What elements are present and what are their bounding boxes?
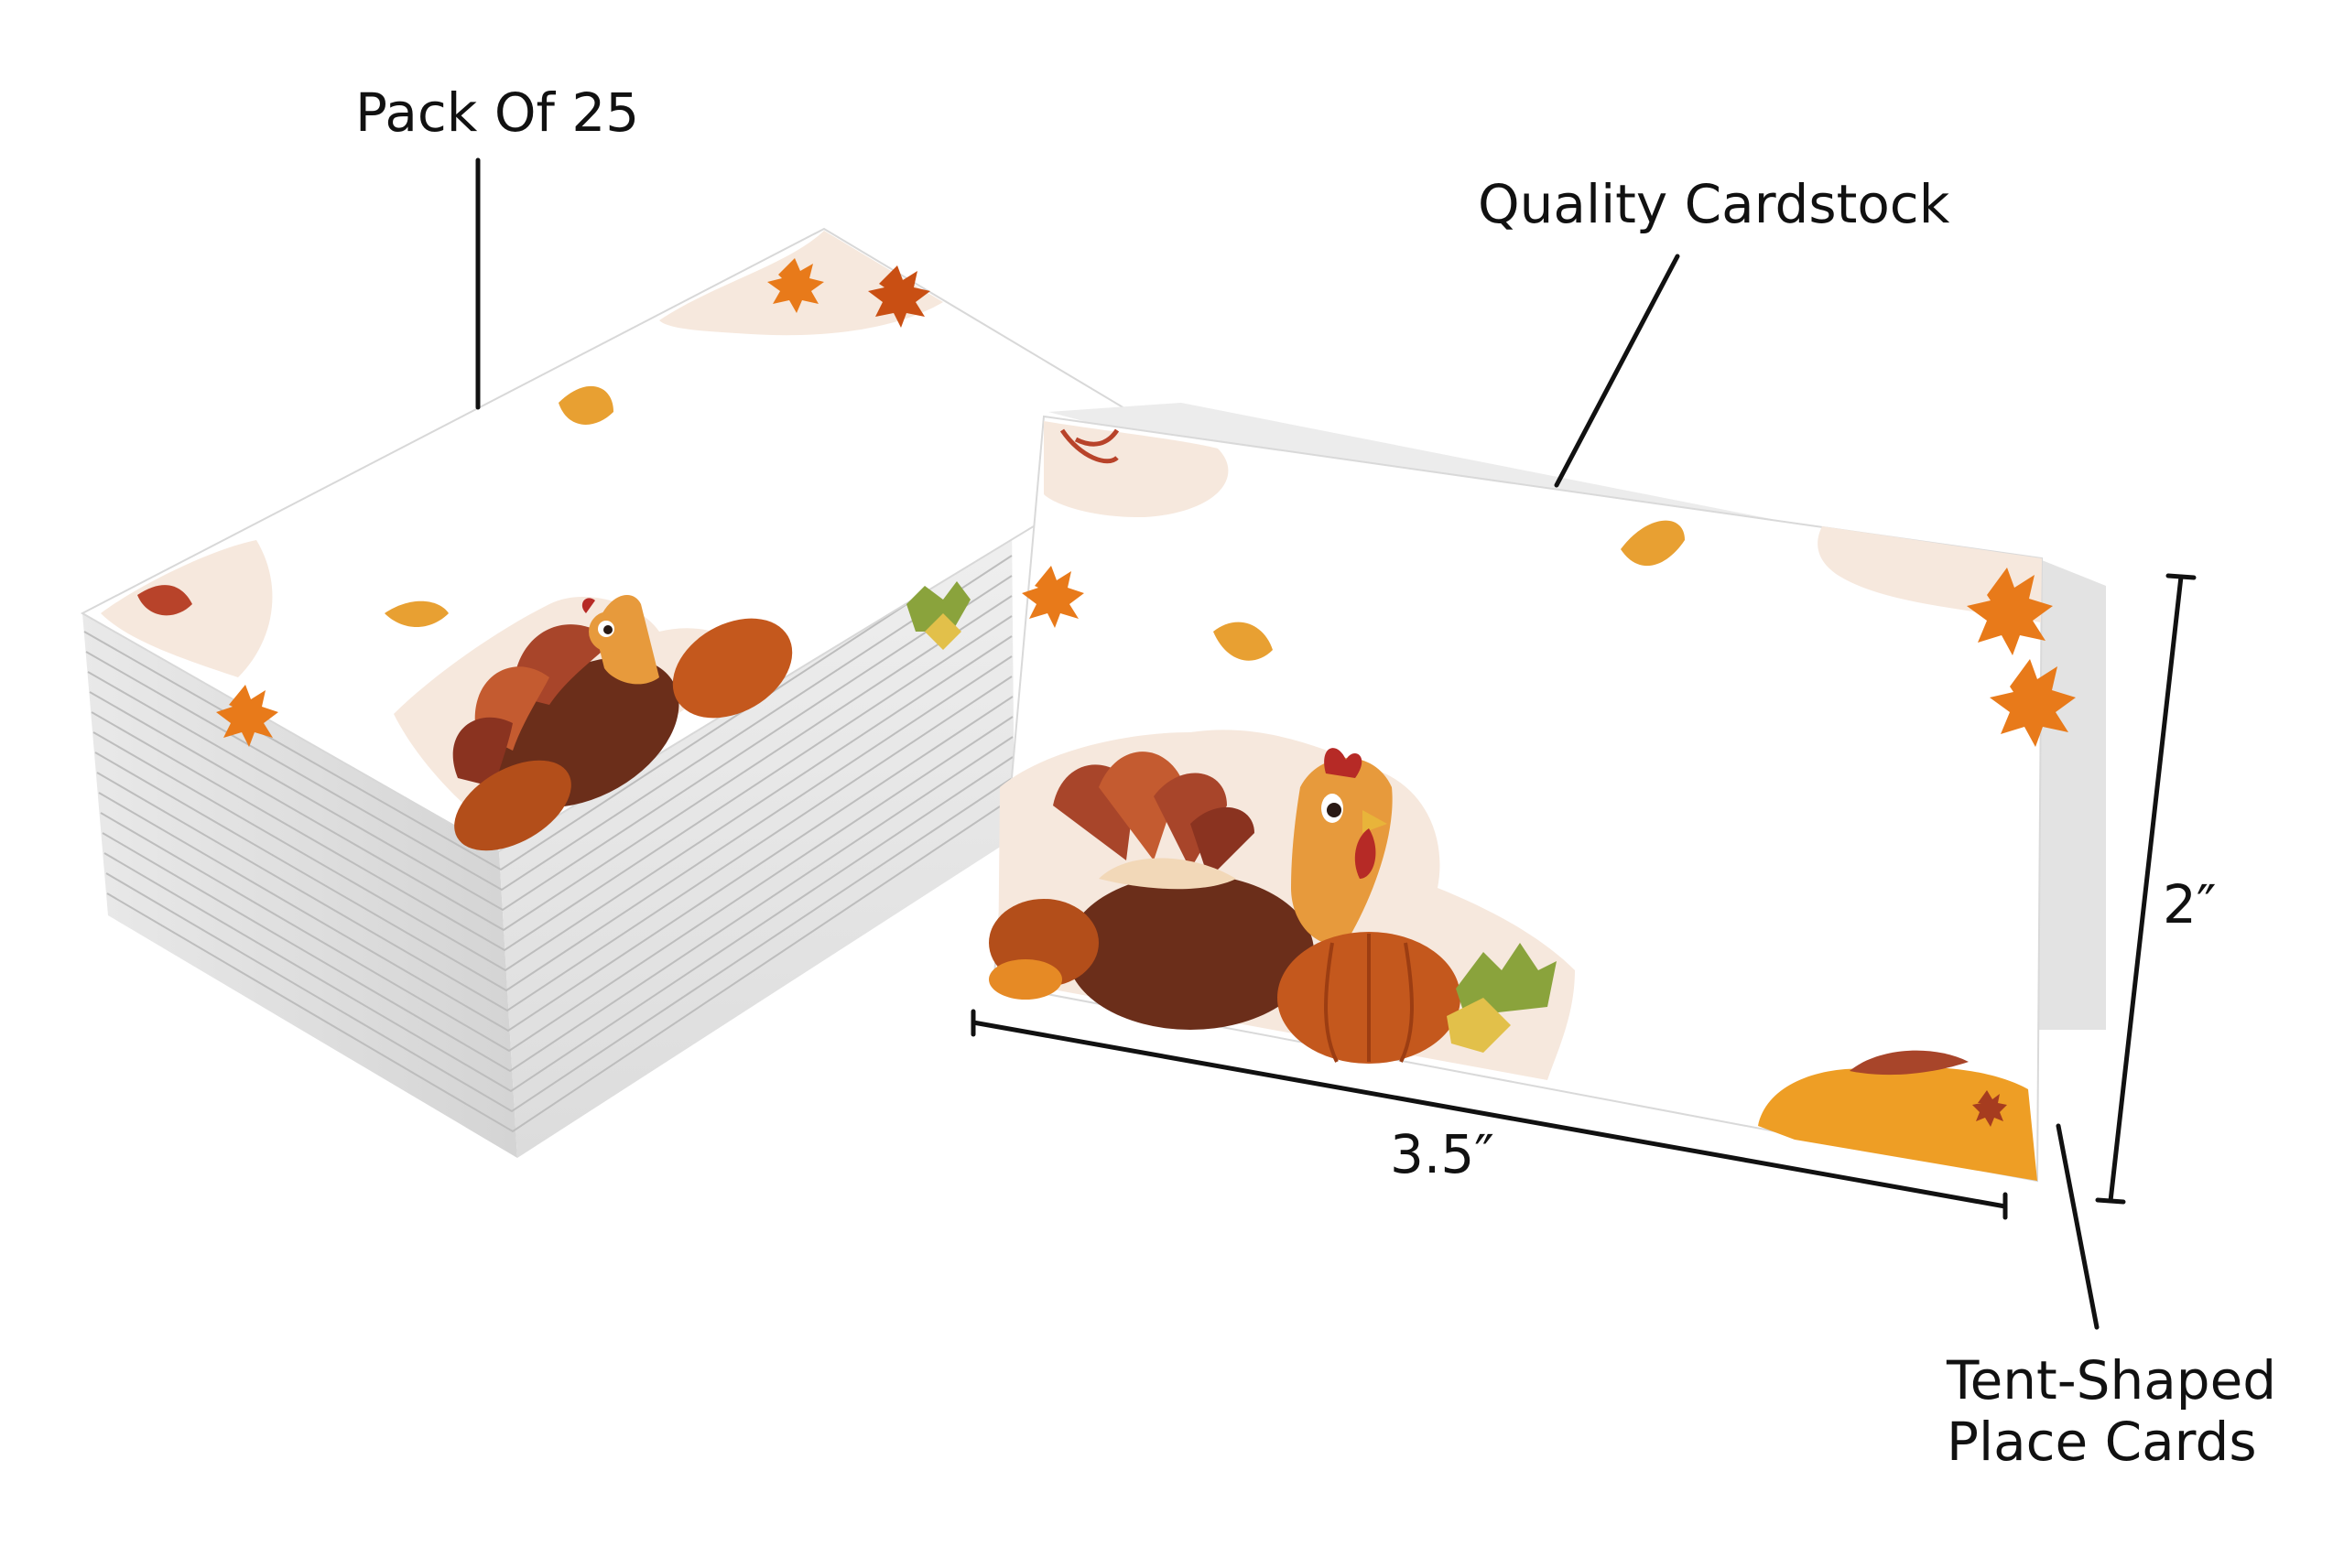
height-dimension-line (2108, 574, 2184, 1204)
maple-leaf-icon (216, 258, 930, 747)
dimension-lines (971, 573, 2197, 1220)
stack-card-edges (83, 535, 1015, 1133)
cardstock-callout-line (1554, 254, 1680, 488)
leaf-icon (137, 385, 613, 627)
width-dimension-label: 3.5″ (1390, 1123, 1494, 1185)
tent-shaped-line-1: Tent-Shaped (1947, 1349, 2277, 1411)
height-dimension-label: 2″ (2163, 873, 2217, 935)
tent-callout-line (2056, 1123, 2100, 1330)
turkey-illustration (989, 748, 1557, 1064)
width-dimension-line (971, 1020, 2008, 1209)
maple-leaf-icon (1022, 566, 2076, 747)
tent-shaped-line-2: Place Cards (1947, 1410, 2257, 1473)
card-stack (80, 227, 1178, 1158)
tent-shaped-label: Tent-Shaped Place Cards (1947, 1350, 2313, 1472)
pack-of-25-label: Pack Of 25 (355, 81, 640, 144)
tent-card (989, 403, 2106, 1183)
turkey-illustration-stack (452, 581, 971, 851)
quality-cardstock-label: Quality Cardstock (1478, 173, 1950, 235)
callout-lines (475, 157, 2100, 1330)
leaf-icon (1059, 428, 1685, 661)
